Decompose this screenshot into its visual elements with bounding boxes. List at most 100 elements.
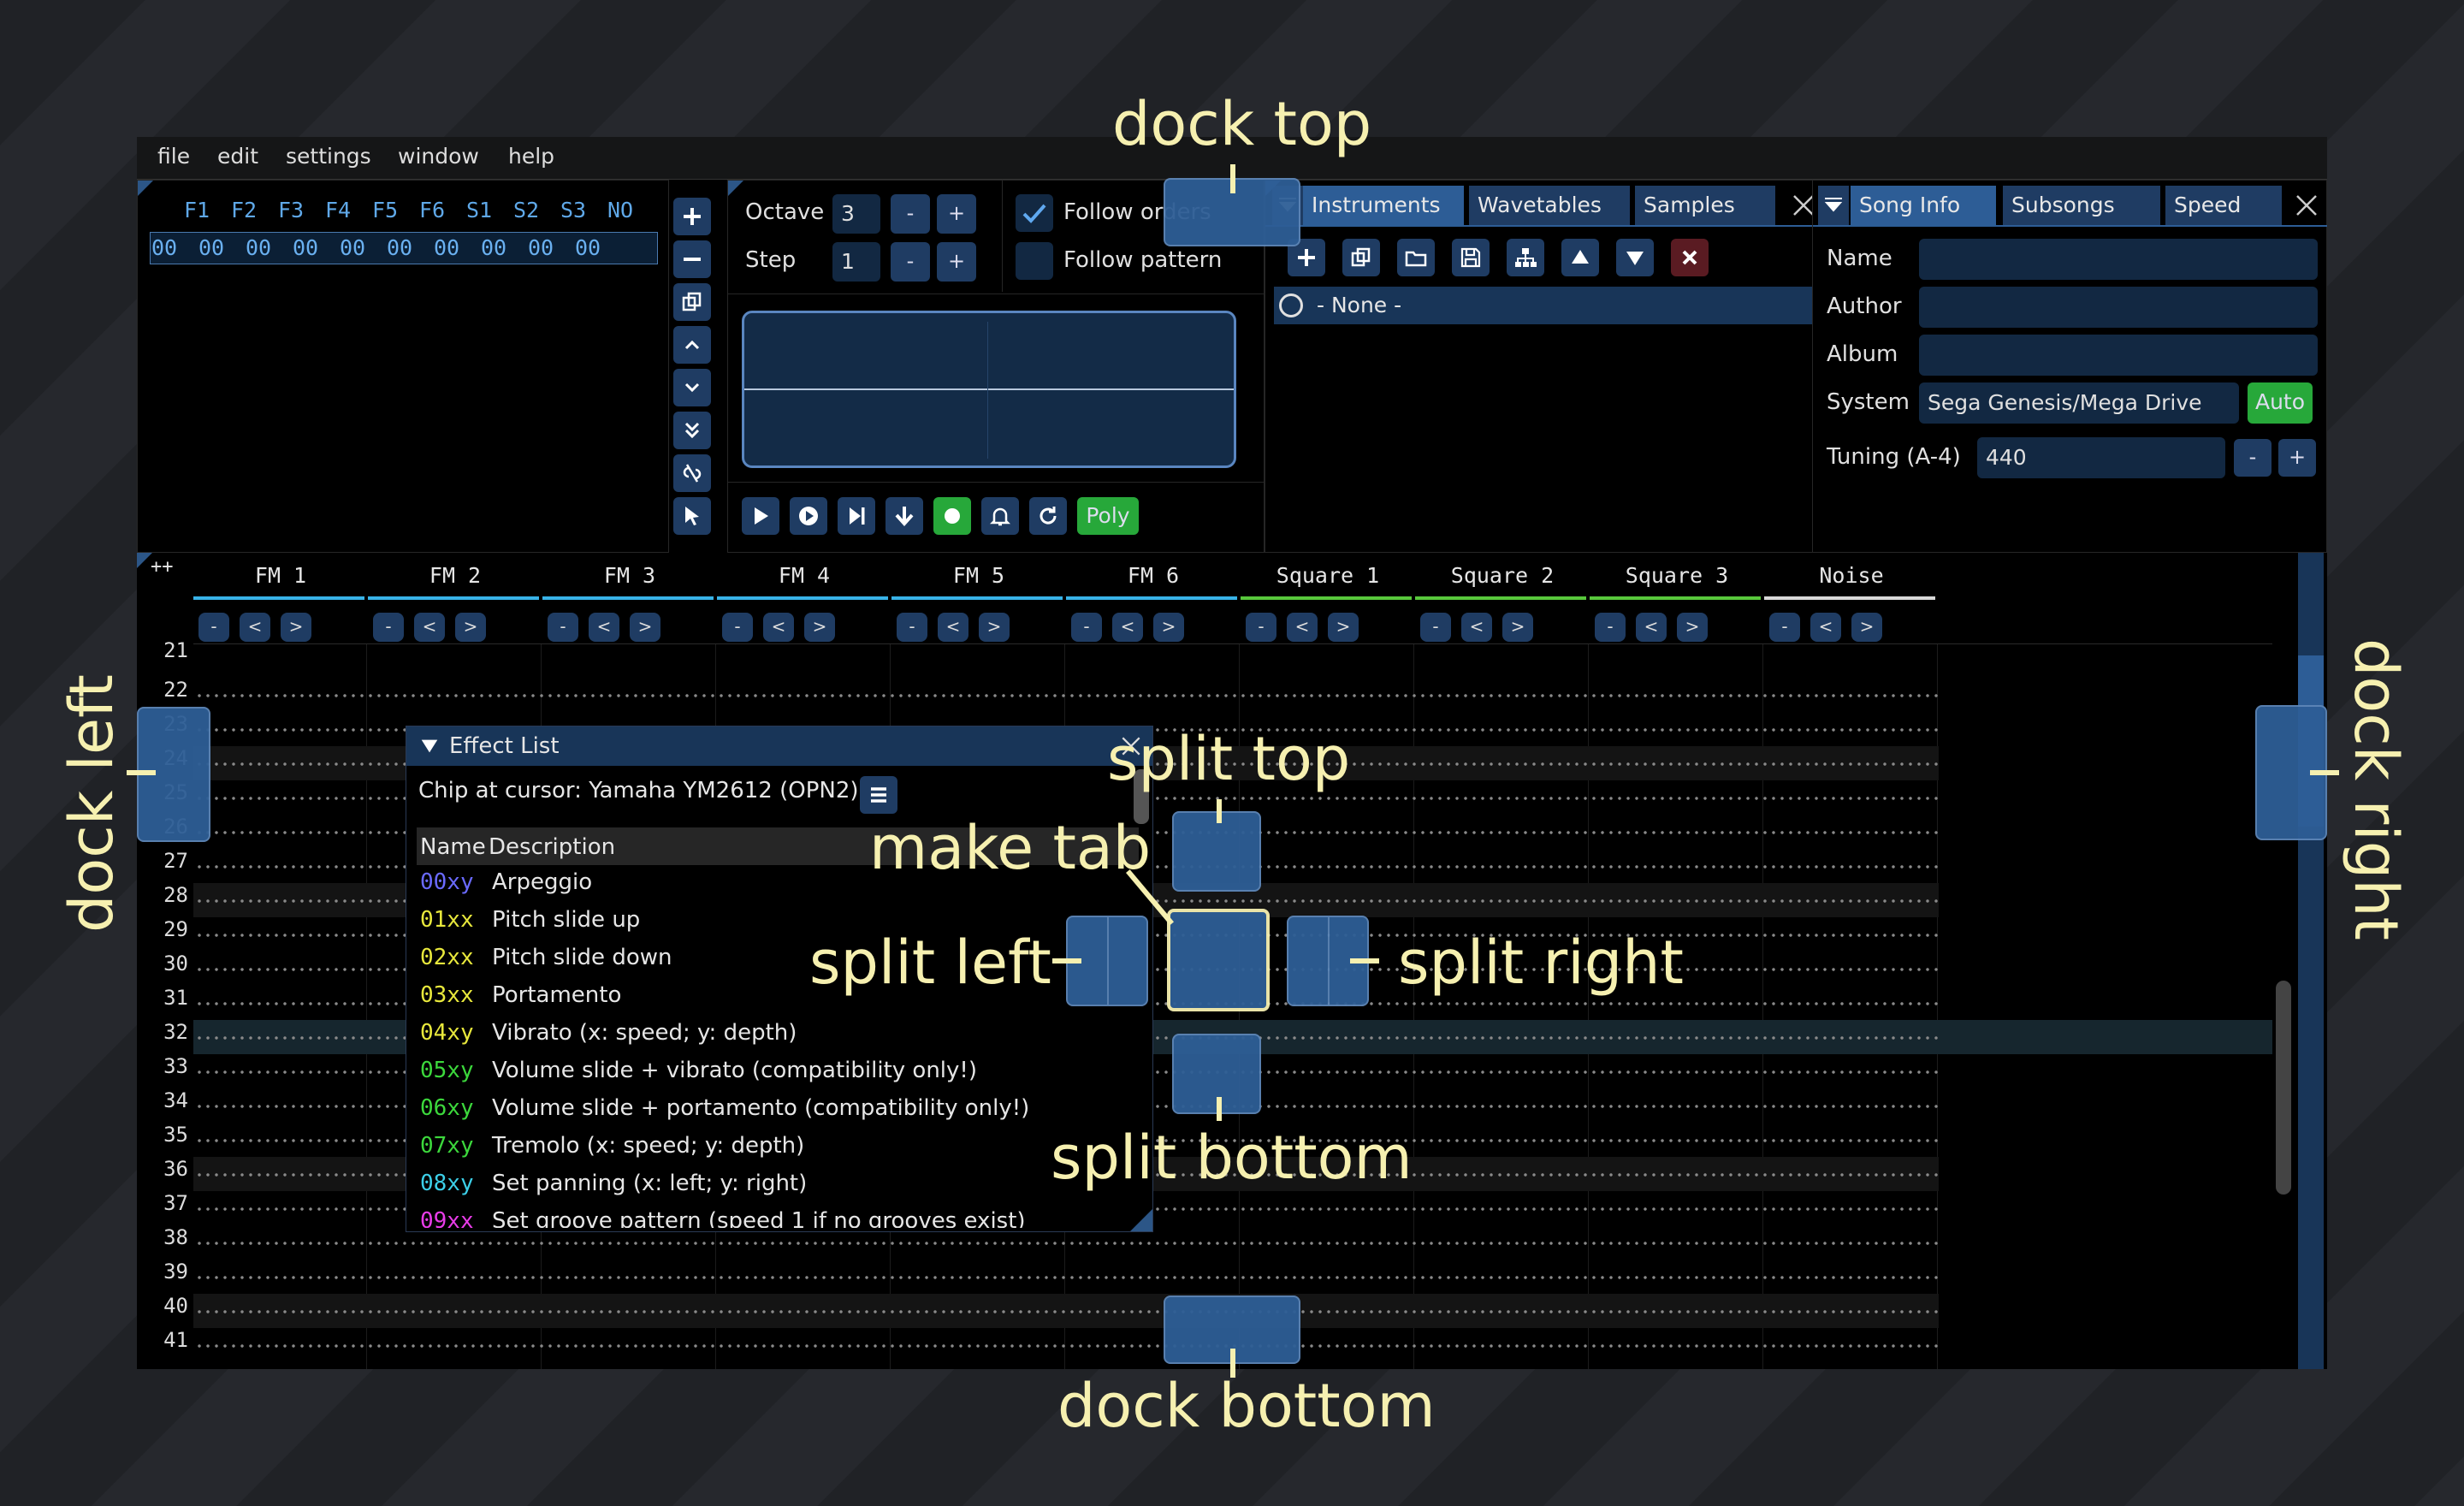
tab-instruments[interactable]: Instruments [1303,186,1464,225]
record-icon[interactable] [933,497,971,535]
channel-header[interactable]: Square 2 [1450,563,1555,588]
channel-button[interactable]: - [1071,613,1102,642]
channel-button[interactable]: > [804,613,835,642]
effect-list-scrollbar[interactable] [1134,769,1149,824]
channel-button[interactable]: > [979,613,1010,642]
empty-row-cells[interactable] [195,1239,1940,1248]
octave-plus-button[interactable]: + [937,194,976,234]
duplicate-instrument-icon[interactable] [1342,239,1380,276]
channel-button[interactable]: < [589,613,619,642]
close-icon[interactable] [2292,191,2321,220]
channel-button[interactable]: - [722,613,753,642]
menu-window[interactable]: window [398,144,479,169]
channel-button[interactable]: > [281,613,311,642]
channel-header[interactable]: Noise [1819,563,1884,588]
tuning-plus-button[interactable]: + [2278,439,2316,477]
channel-button[interactable]: < [1287,613,1318,642]
channel-header[interactable]: FM 4 [778,563,831,588]
channel-button[interactable]: > [455,613,486,642]
channel-button[interactable]: - [198,613,229,642]
channel-button[interactable]: < [938,613,968,642]
step-field[interactable]: 1 [832,242,880,282]
channel-header[interactable]: FM 5 [952,563,1005,588]
bell-icon[interactable] [981,497,1019,535]
tab-menu-icon[interactable] [1818,186,1849,225]
cursor-icon[interactable] [673,497,711,535]
channel-header[interactable]: FM 6 [1127,563,1180,588]
effect-list-titlebar[interactable]: Effect List [406,726,1152,766]
instrument-row-none[interactable]: - None - [1274,287,1825,324]
channel-header[interactable]: FM 2 [429,563,482,588]
add-button[interactable] [673,198,711,235]
chevron-down-icon[interactable] [673,369,711,406]
channel-button[interactable]: - [897,613,927,642]
octave-minus-button[interactable]: - [891,194,930,234]
channel-button[interactable]: > [1153,613,1184,642]
make-tab-indicator[interactable] [1167,909,1270,1011]
resize-grip[interactable] [1130,1209,1152,1231]
channel-button[interactable]: < [1636,613,1667,642]
channel-button[interactable]: - [1246,613,1276,642]
channel-header[interactable]: Square 1 [1276,563,1380,588]
channel-button[interactable]: < [240,613,270,642]
overlay-scrollbar[interactable] [2276,981,2291,1195]
channel-button[interactable]: < [1112,613,1143,642]
empty-row-cells[interactable] [195,1342,1940,1350]
channel-header[interactable]: FM 1 [254,563,307,588]
follow-pattern-checkbox[interactable] [1016,242,1053,280]
save-icon[interactable] [1452,239,1490,276]
move-up-icon[interactable] [1561,239,1599,276]
channel-button[interactable]: < [1810,613,1841,642]
duplicate-icon[interactable] [673,283,711,321]
album-field[interactable] [1919,335,2318,376]
arrow-down-icon[interactable] [886,497,923,535]
tab-wavetables[interactable]: Wavetables [1469,186,1630,225]
system-field[interactable]: Sega Genesis/Mega Drive [1919,382,2239,424]
repeat-icon[interactable] [1029,497,1067,535]
pattern-corner-button[interactable]: ++ [151,556,174,578]
empty-row-cells[interactable] [195,1307,1940,1316]
menu-settings[interactable]: settings [286,144,371,169]
remove-button[interactable] [673,240,711,278]
play-icon[interactable] [742,497,779,535]
channel-button[interactable]: > [1502,613,1533,642]
channel-button[interactable]: - [373,613,404,642]
tab-song-info[interactable]: Song Info [1851,186,1996,225]
pattern-scrollbar[interactable] [2298,553,2324,1369]
channel-button[interactable]: > [630,613,660,642]
chevron-up-icon[interactable] [673,326,711,364]
empty-row-cells[interactable] [195,691,1940,700]
menu-edit[interactable]: edit [217,144,258,169]
channel-button[interactable]: > [1677,613,1708,642]
step-plus-button[interactable]: + [937,242,976,282]
tab-speed[interactable]: Speed [2165,186,2282,225]
channel-button[interactable]: > [1328,613,1359,642]
follow-orders-checkbox[interactable] [1016,194,1053,232]
octave-field[interactable]: 3 [832,194,880,234]
channel-button[interactable]: - [1595,613,1626,642]
menu-icon[interactable] [860,776,897,814]
move-down-icon[interactable] [1616,239,1654,276]
name-field[interactable] [1919,239,2318,280]
hierarchy-icon[interactable] [1507,239,1544,276]
delete-icon[interactable] [1671,239,1709,276]
split-top-indicator[interactable] [1172,811,1261,892]
unlink-icon[interactable] [673,454,711,492]
menu-help[interactable]: help [508,144,555,169]
channel-button[interactable]: - [1420,613,1451,642]
empty-row-cells[interactable] [195,1273,1940,1282]
tab-subsongs[interactable]: Subsongs [2003,186,2160,225]
channel-button[interactable]: < [1461,613,1492,642]
auto-button[interactable]: Auto [2248,382,2313,424]
channel-button[interactable]: < [414,613,445,642]
step-minus-button[interactable]: - [891,242,930,282]
